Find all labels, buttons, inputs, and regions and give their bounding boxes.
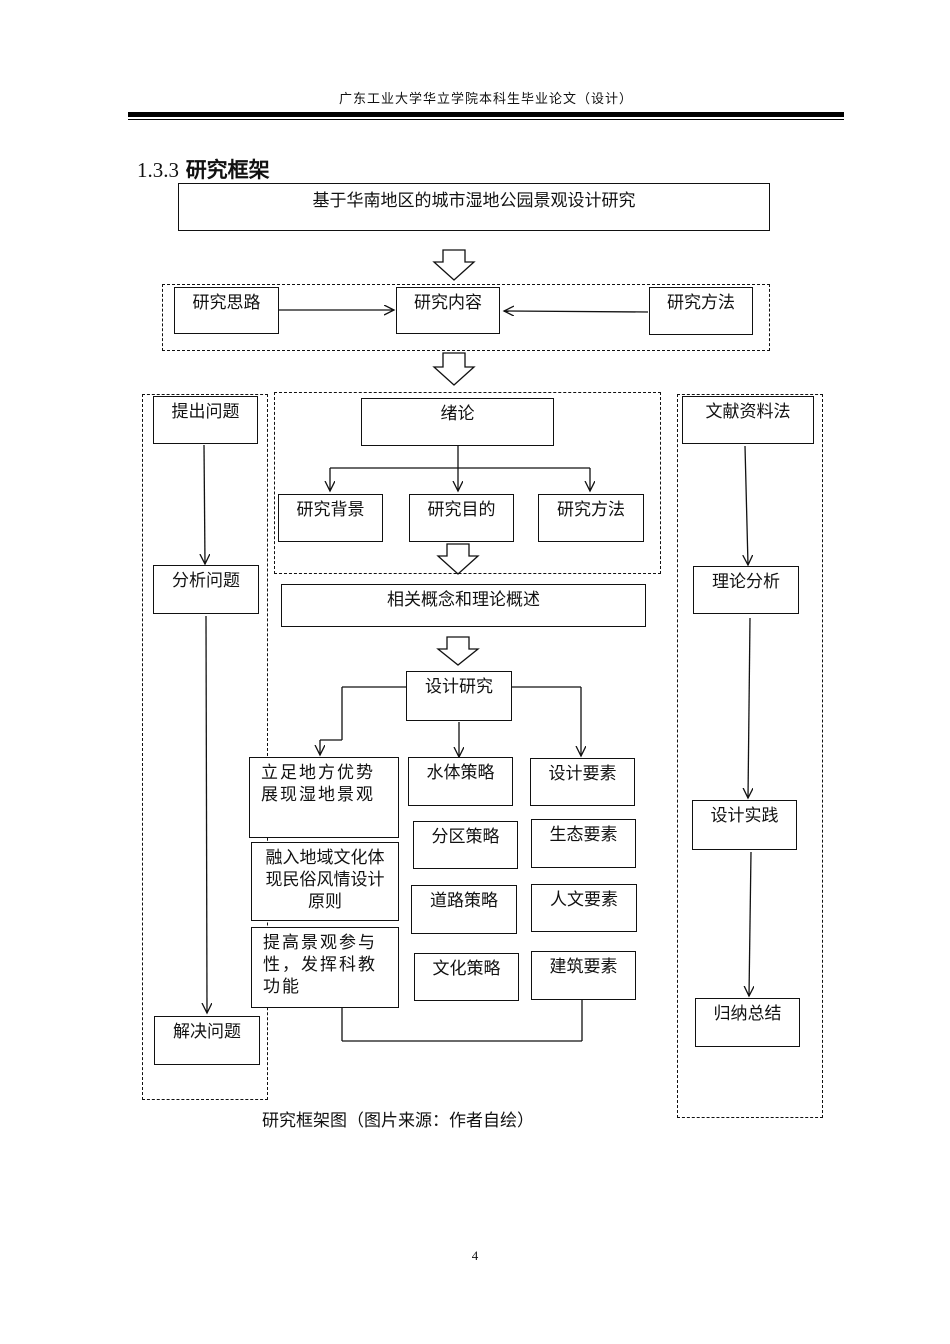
header-rule-thick — [128, 112, 844, 117]
intro-research-methods-box: 研究方法 — [538, 494, 644, 542]
block-arrow-4 — [436, 636, 480, 666]
principle-box-2: 融入地域文化体现民俗风情设计原则 — [251, 842, 399, 921]
solve-problem-box: 解决问题 — [154, 1016, 260, 1065]
humanities-elements-box: 人文要素 — [531, 884, 637, 932]
design-practice-box: 设计实践 — [692, 800, 797, 850]
principle-box-3: 提高景观参与性，发挥科教功能 — [251, 927, 399, 1008]
right-column-frame — [677, 394, 823, 1118]
zoning-strategy-box: 分区策略 — [413, 821, 518, 869]
analyze-problem-box: 分析问题 — [153, 565, 259, 614]
intro-box: 绪论 — [361, 398, 554, 446]
block-arrow-1 — [432, 249, 476, 281]
principle-box-1: 立足地方优势展现湿地景观 — [249, 757, 399, 838]
research-background-box: 研究背景 — [278, 494, 383, 542]
section-title: 研究框架 — [185, 158, 270, 182]
page-header: 广东工业大学华立学院本科生毕业论文（设计） — [338, 92, 633, 107]
page-number: 4 — [471, 1248, 479, 1263]
water-strategy-box: 水体策略 — [408, 757, 513, 806]
raise-problem-box: 提出问题 — [153, 396, 258, 444]
header-rule-thin — [128, 119, 844, 120]
theory-analysis-box: 理论分析 — [693, 566, 799, 614]
ecology-elements-box: 生态要素 — [531, 819, 636, 868]
literature-method-box: 文献资料法 — [682, 396, 814, 444]
culture-strategy-box: 文化策略 — [414, 953, 519, 1001]
research-approach-box: 研究思路 — [174, 287, 279, 334]
block-arrow-3 — [436, 543, 480, 575]
architecture-elements-box: 建筑要素 — [531, 951, 636, 1000]
summary-box: 归纳总结 — [695, 998, 800, 1047]
theory-overview-box: 相关概念和理论概述 — [281, 584, 646, 627]
design-research-box: 设计研究 — [406, 671, 512, 721]
left-column-frame — [142, 394, 268, 1100]
section-heading: 1.3.3 研究框架 — [137, 154, 270, 184]
research-purpose-box: 研究目的 — [409, 494, 514, 542]
research-topic-box: 基于华南地区的城市湿地公园景观设计研究 — [178, 183, 770, 231]
intro-frame — [274, 392, 661, 574]
section-number: 1.3.3 — [137, 158, 179, 182]
research-row-frame — [162, 284, 770, 351]
figure-caption: 研究框架图（图片来源：作者自绘） — [262, 1111, 534, 1131]
research-methods-box: 研究方法 — [649, 287, 753, 335]
design-elements-box: 设计要素 — [530, 758, 635, 806]
road-strategy-box: 道路策略 — [411, 885, 517, 934]
research-content-box: 研究内容 — [396, 287, 500, 334]
block-arrow-2 — [432, 352, 476, 386]
